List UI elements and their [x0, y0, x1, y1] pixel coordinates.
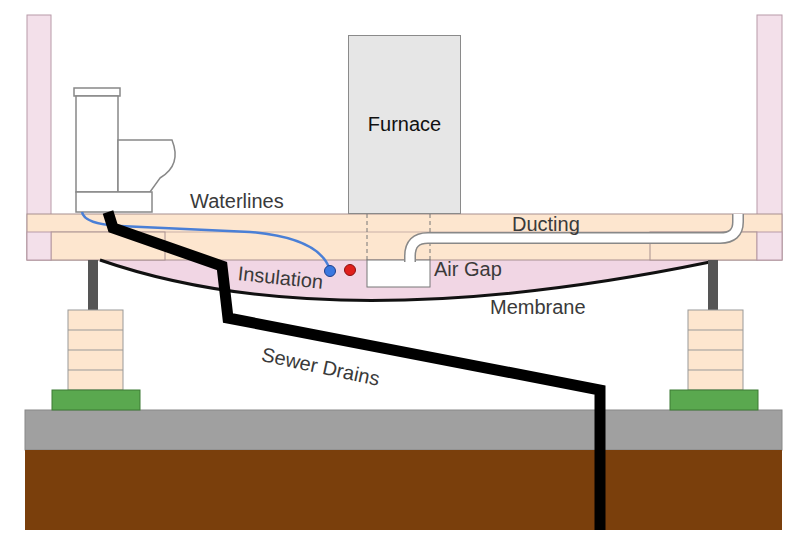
air-gap-label: Air Gap — [434, 258, 502, 280]
left-pier — [52, 310, 140, 410]
duct — [410, 214, 738, 262]
left-post — [88, 260, 98, 310]
sewer-drain — [108, 212, 600, 530]
membrane-label: Membrane — [490, 296, 586, 318]
membrane-line — [100, 260, 710, 301]
hot-water-pipe — [345, 265, 356, 276]
right-pier — [670, 310, 758, 410]
furnace-plenum-edge — [367, 214, 368, 260]
air-gap-box — [367, 260, 430, 287]
node-label: Furnace — [368, 113, 441, 136]
duct-outline — [410, 214, 738, 262]
soil-layer — [25, 450, 782, 530]
cold-water-pipe — [325, 266, 336, 277]
toilet — [74, 88, 175, 212]
left-wall-base — [27, 232, 51, 260]
right-wall-base — [757, 232, 782, 260]
gravel-layer — [25, 410, 782, 450]
waterlines-label: Waterlines — [190, 190, 284, 212]
right-post — [708, 260, 718, 310]
furnace-box: Furnace — [348, 35, 461, 214]
insulation-fill — [100, 260, 710, 301]
sewer-drains-label: Sewer Drains — [260, 343, 382, 389]
ducting-label: Ducting — [512, 213, 580, 235]
